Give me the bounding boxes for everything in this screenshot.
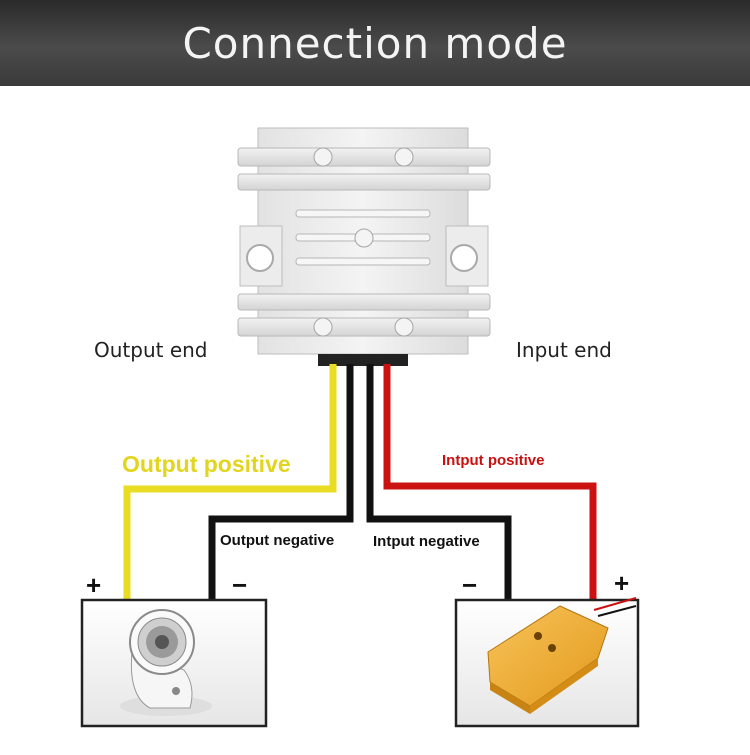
input-positive-wire	[383, 364, 597, 600]
input-end-label: Input end	[516, 338, 612, 362]
output-positive-wire	[123, 364, 337, 600]
header-bar: Connection mode	[0, 0, 750, 86]
output-negative-wire	[208, 364, 354, 600]
output-plus-terminal: +	[86, 570, 102, 600]
battery-adapter-icon	[487, 597, 637, 714]
output-negative-label: Output negative	[220, 532, 335, 549]
input-plus-terminal: +	[614, 568, 630, 598]
page-title: Connection mode	[182, 18, 568, 68]
input-negative-wire	[366, 364, 512, 600]
output-positive-label: Output positive	[122, 451, 291, 477]
diagram-canvas	[80, 127, 640, 728]
wires	[123, 364, 597, 600]
dc-converter-module-icon	[237, 127, 491, 366]
desk-fan-icon	[120, 609, 212, 716]
output-minus-terminal: −	[232, 570, 248, 600]
input-negative-label: Intput negative	[373, 533, 480, 550]
output-end-label: Output end	[94, 338, 208, 362]
input-positive-label: Intput positive	[442, 452, 545, 469]
input-minus-terminal: −	[462, 570, 478, 600]
connection-diagram: Output end Input end Output positive Int…	[0, 86, 750, 750]
